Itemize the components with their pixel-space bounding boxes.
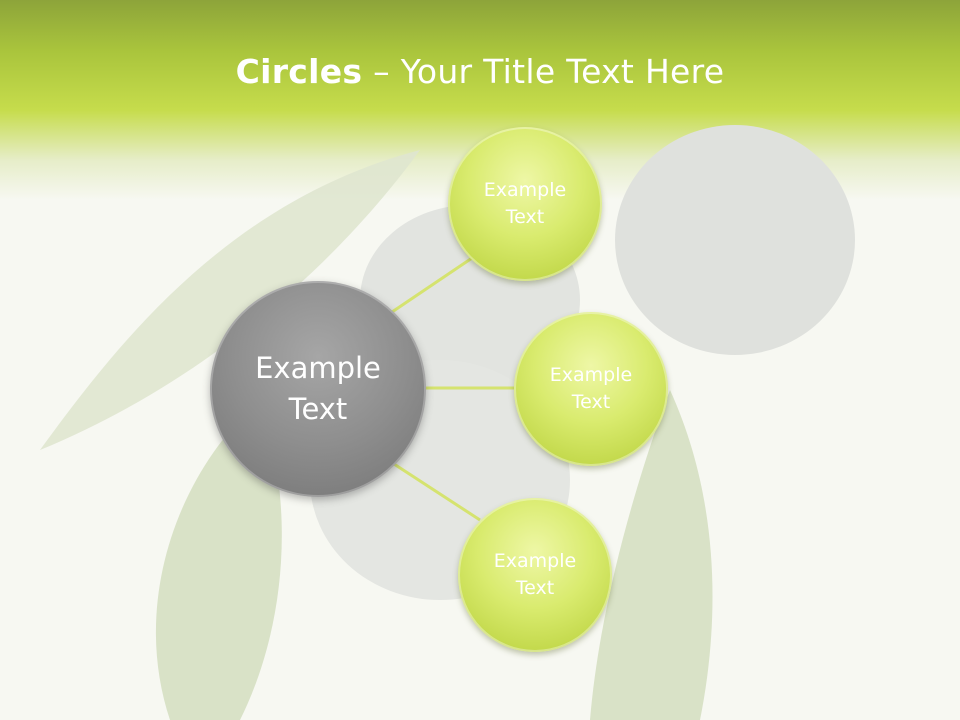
circle-node-1: Example Text xyxy=(448,127,602,281)
title-rest: Your Title Text Here xyxy=(400,52,725,91)
title-separator: – xyxy=(362,52,401,91)
circle-node-3-line2: Text xyxy=(515,577,555,599)
circle-node-1-line1: Example xyxy=(483,179,567,202)
circle-node-3-line1: Example xyxy=(493,550,577,573)
center-circle-line1: Example xyxy=(255,351,381,386)
slide-title: Circles – Your Title Text Here xyxy=(0,52,960,91)
center-circle: Example Text xyxy=(210,281,426,497)
leaf-upper-left xyxy=(40,150,420,450)
connector-1 xyxy=(391,252,479,314)
circle-node-1-line2: Text xyxy=(505,206,545,228)
circle-node-2-line1: Example xyxy=(549,364,633,387)
leaf-lower-right xyxy=(590,390,713,720)
title-bold: Circles xyxy=(235,52,363,91)
center-circle-line2: Text xyxy=(288,392,348,426)
leaf-lower-left xyxy=(155,400,282,720)
connector-3 xyxy=(393,462,481,522)
circle-node-3: Example Text xyxy=(458,498,612,652)
circle-node-2: Example Text xyxy=(514,312,668,466)
circle-node-2-line2: Text xyxy=(571,391,611,413)
olive-right xyxy=(615,125,855,355)
